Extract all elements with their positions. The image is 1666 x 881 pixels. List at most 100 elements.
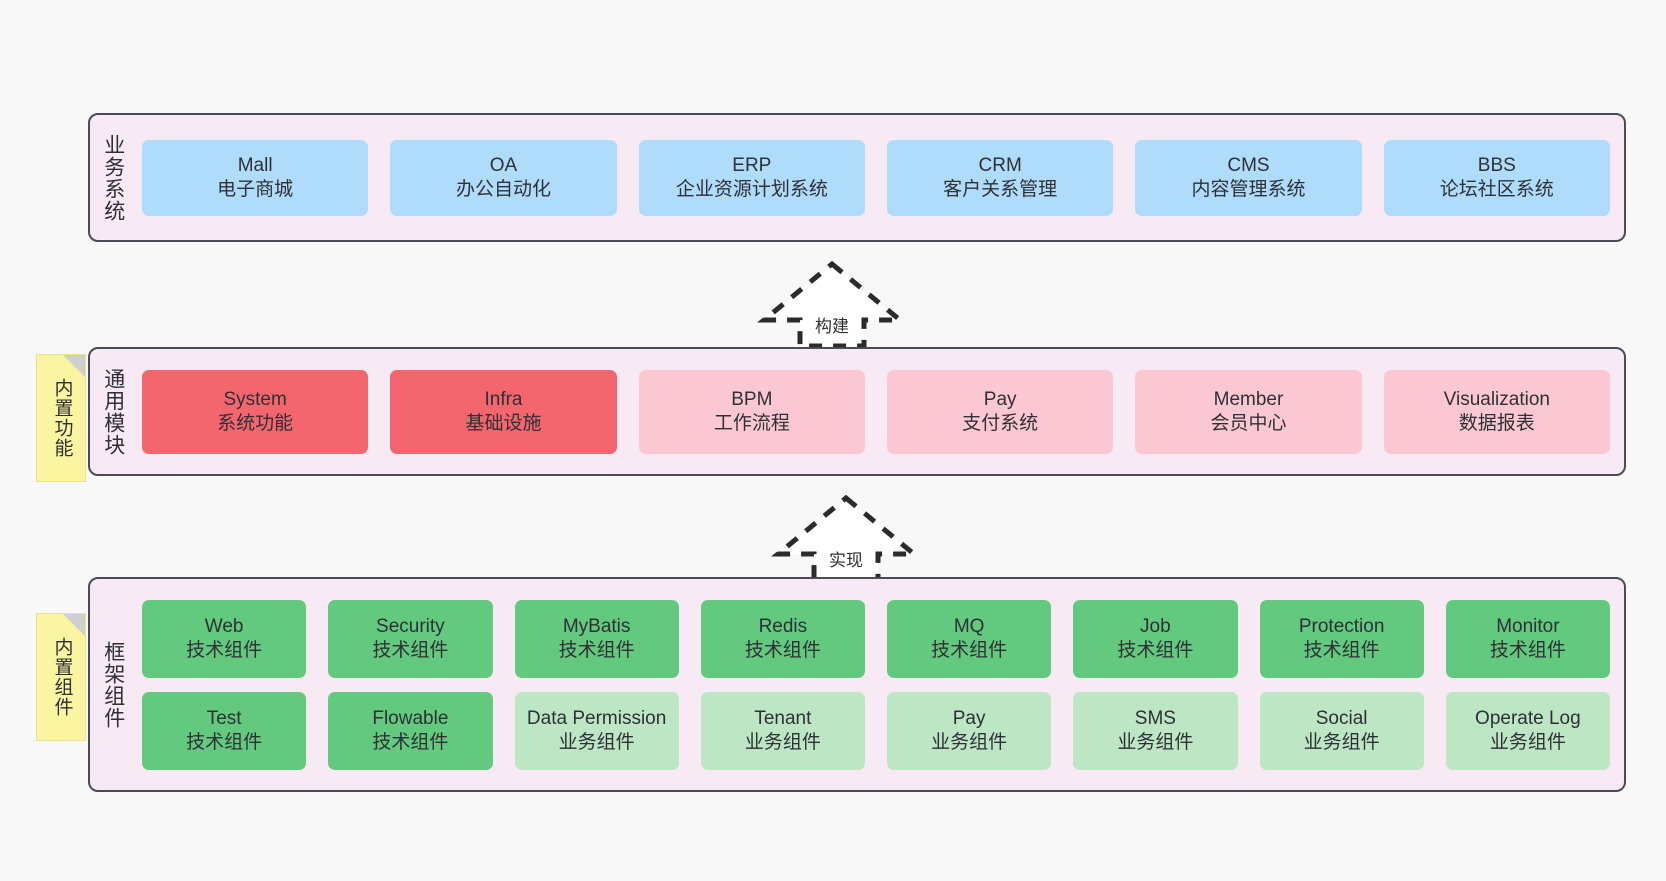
implement-arrow-icon [771,494,921,583]
node-desc: 基础设施 [465,412,542,434]
node-name: Monitor [1496,615,1560,637]
node-desc: 数据报表 [1458,412,1535,434]
node-desc: 技术组件 [744,639,821,661]
node-desc: 论坛社区系统 [1439,178,1554,200]
node-name: Test [206,707,242,729]
node-name: SMS [1134,707,1176,729]
node-bpm[interactable]: BPM 工作流程 [638,369,865,454]
node-name: Protection [1298,615,1385,637]
node-name: Mall [237,154,273,176]
node-name: Operate Log [1475,707,1581,729]
node-name: BBS [1477,154,1516,176]
node-row: System 系统功能 Infra 基础设施 BPM 工作流程 Pay 支付系统… [142,369,1610,454]
node-desc: 业务组件 [744,731,821,753]
node-oa[interactable]: OA 办公自动化 [390,139,617,216]
node-mq[interactable]: MQ 技术组件 [887,599,1052,678]
node-infra[interactable]: Infra 基础设施 [390,369,617,454]
node-desc: 电子商城 [217,178,294,200]
node-name: Flowable [372,707,449,729]
node-name: Member [1213,388,1284,410]
node-desc: 业务组件 [1303,731,1380,753]
node-system[interactable]: System 系统功能 [142,369,369,454]
note-label: 内置组件 [51,637,73,717]
node-data-permission[interactable]: Data Permission 业务组件 [514,691,679,770]
node-desc: 会员中心 [1210,412,1287,434]
node-row: Web 技术组件 Security 技术组件 MyBatis 技术组件 Redi… [142,599,1610,678]
node-bbs[interactable]: BBS 论坛社区系统 [1383,139,1610,216]
layer-body-framework-components: Web 技术组件 Security 技术组件 MyBatis 技术组件 Redi… [136,579,1624,790]
connector-implement-label: 实现 [829,551,863,570]
node-name: Pay [952,707,986,729]
node-desc: 业务组件 [1117,731,1194,753]
node-monitor[interactable]: Monitor 技术组件 [1445,599,1610,678]
node-name: CMS [1227,154,1270,176]
node-desc: 技术组件 [1303,639,1380,661]
layer-title-business-systems: 业务系统 [101,133,125,222]
note-label: 内置功能 [51,378,73,458]
layer-title-framework-components: 框架组件 [101,640,125,729]
node-protection[interactable]: Protection 技术组件 [1259,599,1424,678]
node-name: Security [376,615,445,637]
node-desc: 技术组件 [931,639,1008,661]
node-desc: 系统功能 [217,412,294,434]
note-builtin-components: 内置组件 [36,613,86,741]
node-erp[interactable]: ERP 企业资源计划系统 [638,139,865,216]
node-desc: 工作流程 [713,412,790,434]
node-name: Infra [484,388,523,410]
node-job[interactable]: Job 技术组件 [1073,599,1238,678]
node-pay-component[interactable]: Pay 业务组件 [887,691,1052,770]
node-desc: 客户关系管理 [943,178,1058,200]
node-name: MyBatis [562,615,631,637]
node-name: CRM [978,154,1022,176]
node-cms[interactable]: CMS 内容管理系统 [1135,139,1362,216]
node-name: Data Permission [526,707,667,729]
node-desc: 技术组件 [186,639,263,661]
note-fold-corner-icon [63,355,85,377]
node-desc: 企业资源计划系统 [675,178,828,200]
node-desc: 技术组件 [372,639,449,661]
node-name: Social [1315,707,1368,729]
node-desc: 技术组件 [1489,639,1566,661]
node-name: Pay [983,388,1017,410]
layer-title-common-modules: 通用模块 [101,367,125,456]
node-name: System [223,388,287,410]
node-flowable[interactable]: Flowable 技术组件 [328,691,493,770]
node-desc: 业务组件 [931,731,1008,753]
node-row: Test 技术组件 Flowable 技术组件 Data Permission … [142,691,1610,770]
node-test[interactable]: Test 技术组件 [142,691,307,770]
node-row: Mall 电子商城 OA 办公自动化 ERP 企业资源计划系统 CRM 客户关系… [142,139,1610,216]
node-desc: 技术组件 [1117,639,1194,661]
node-sms[interactable]: SMS 业务组件 [1073,691,1238,770]
node-name: Tenant [754,707,812,729]
node-name: ERP [732,154,772,176]
node-desc: 技术组件 [372,731,449,753]
node-member[interactable]: Member 会员中心 [1135,369,1362,454]
node-desc: 技术组件 [558,639,635,661]
node-visualization[interactable]: Visualization 数据报表 [1383,369,1610,454]
layer-body-common-modules: System 系统功能 Infra 基础设施 BPM 工作流程 Pay 支付系统… [136,349,1624,474]
node-crm[interactable]: CRM 客户关系管理 [886,139,1114,216]
node-desc: 支付系统 [962,412,1039,434]
node-desc: 技术组件 [186,731,263,753]
note-fold-corner-icon [63,614,85,636]
note-builtin-features: 内置功能 [36,354,86,482]
node-name: Visualization [1443,388,1550,410]
node-redis[interactable]: Redis 技术组件 [700,599,865,678]
node-web[interactable]: Web 技术组件 [142,599,307,678]
node-security[interactable]: Security 技术组件 [328,599,493,678]
node-social[interactable]: Social 业务组件 [1259,691,1424,770]
node-tenant[interactable]: Tenant 业务组件 [700,691,865,770]
node-mybatis[interactable]: MyBatis 技术组件 [514,599,679,678]
node-desc: 内容管理系统 [1191,178,1306,200]
node-mall[interactable]: Mall 电子商城 [142,139,369,216]
connector-implement: 实现 [766,492,926,584]
node-pay-module[interactable]: Pay 支付系统 [886,369,1114,454]
node-name: BPM [731,388,773,410]
node-desc: 业务组件 [558,731,635,753]
node-name: MQ [953,615,985,637]
node-name: Redis [758,615,808,637]
node-desc: 办公自动化 [455,178,551,200]
node-operate-log[interactable]: Operate Log 业务组件 [1445,691,1610,770]
node-name: Job [1140,615,1171,637]
